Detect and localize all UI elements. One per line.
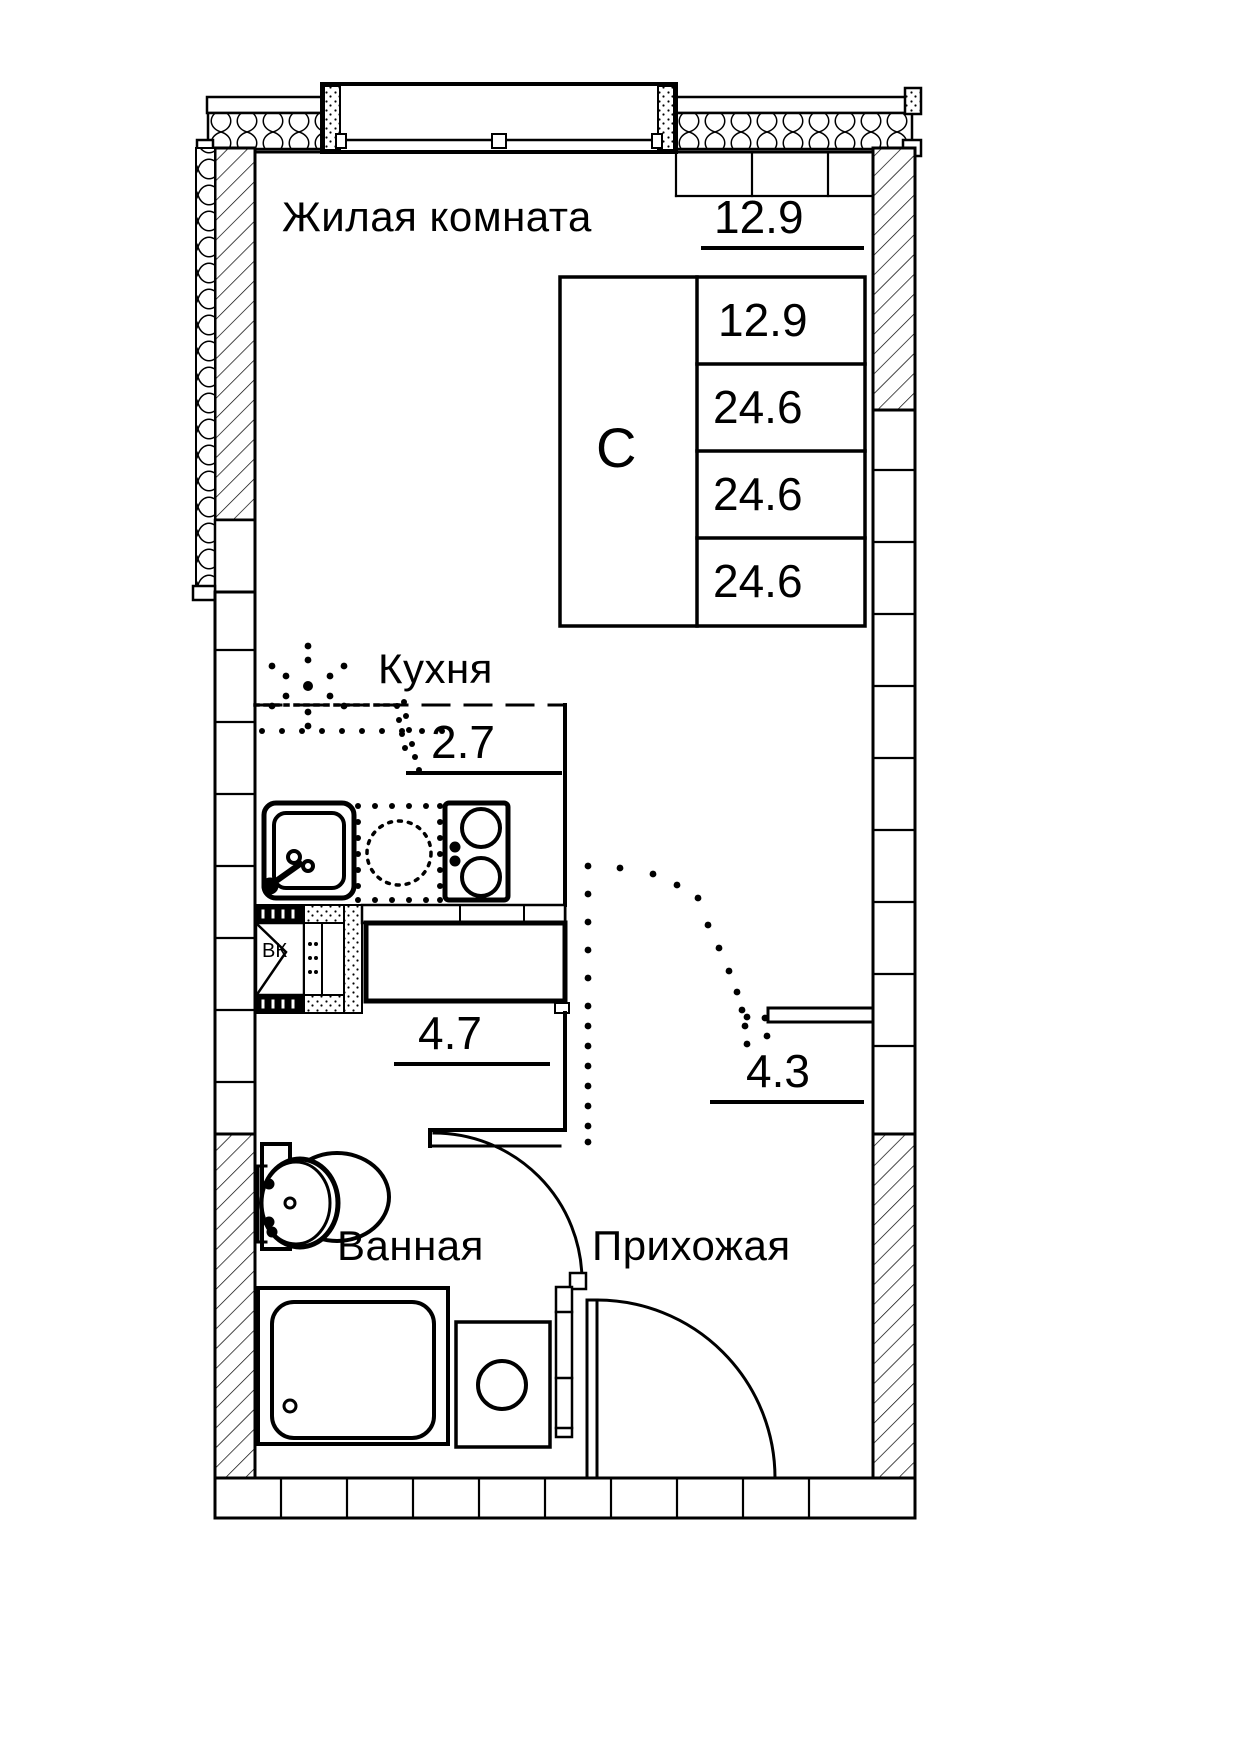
left-exterior-wall: [191, 146, 257, 1480]
washbasin-icon: [256, 1156, 341, 1250]
bathroom-door-leaf: [554, 1285, 574, 1439]
summary-table-type-cell: С: [596, 416, 637, 479]
room-label-bathroom: Ванная: [337, 1222, 484, 1269]
room-area-bathroom: 4.7: [418, 1007, 482, 1059]
counter-top-band: [360, 903, 567, 925]
bathroom-partition: [363, 920, 568, 1004]
interior-outline: [253, 150, 875, 1480]
summary-table-value-2: 24.6: [713, 468, 803, 520]
top-right-wall-courses: [674, 150, 875, 198]
bottom-exterior-wall: [213, 1476, 917, 1520]
ventilation-shaft-label: ВК: [262, 940, 287, 962]
summary-table-value-0: 12.9: [718, 294, 808, 346]
room-area-living: 12.9: [714, 191, 804, 243]
kitchen-counter-row: [261, 800, 511, 903]
bathroom-washer-icon: [454, 1320, 552, 1449]
summary-table-value-3: 24.6: [713, 555, 803, 607]
room-area-kitchen: 2.7: [431, 716, 495, 768]
plan-geometry: [191, 82, 923, 1520]
faucet-icon: [261, 849, 315, 895]
top-glazing-band: [195, 82, 923, 158]
kitchen-divider-dots: [394, 699, 422, 773]
summary-table-value-1: 24.6: [713, 381, 803, 433]
summary-table-grid: [558, 275, 867, 628]
bathtub-icon: [256, 1286, 450, 1446]
washing-machine-icon: [355, 803, 443, 903]
ventilation-shaft: [254, 904, 363, 1014]
room-area-hall: 4.3: [746, 1045, 810, 1097]
room-label-living: Жилая комната: [282, 193, 592, 240]
right-exterior-wall: [871, 146, 917, 1480]
bathroom-door-swing: [432, 1131, 588, 1291]
hall-shelf: [766, 1006, 875, 1024]
room-label-kitchen: Кухня: [378, 645, 493, 692]
room-label-hall: Прихожая: [592, 1222, 791, 1269]
ceiling-light-icon: [259, 642, 445, 734]
hall-sliding-partition-dots: [584, 862, 771, 1146]
entrance-door: [585, 1298, 777, 1480]
washer-drum-icon: [365, 819, 433, 887]
cooktop-icon: [442, 800, 511, 903]
